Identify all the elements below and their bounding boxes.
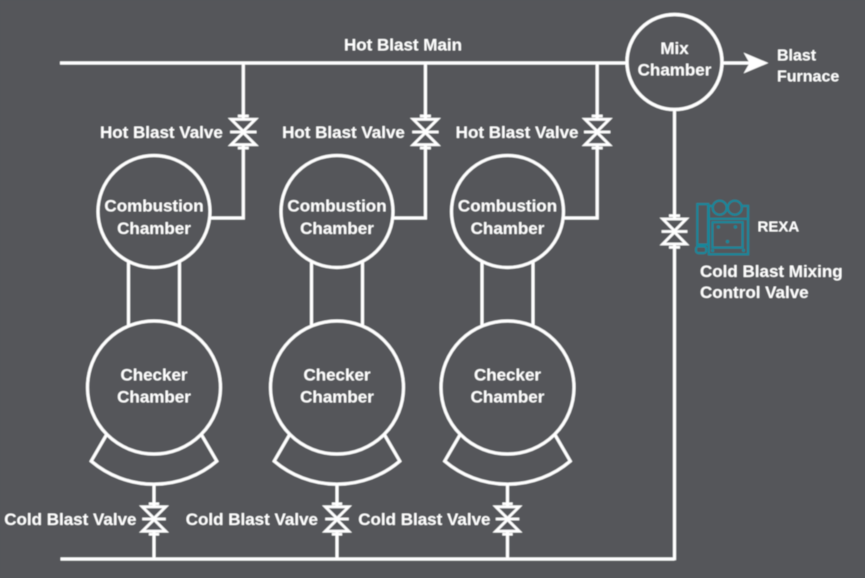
svg-text:Checker: Checker (120, 366, 187, 385)
svg-text:Chamber: Chamber (300, 388, 374, 407)
svg-text:Chamber: Chamber (300, 219, 374, 238)
svg-text:Hot Blast Valve: Hot Blast Valve (100, 123, 223, 142)
svg-text:Hot Blast Valve: Hot Blast Valve (282, 123, 405, 142)
svg-text:Chamber: Chamber (471, 388, 545, 407)
svg-text:Blast: Blast (777, 48, 817, 65)
svg-text:Control Valve: Control Valve (700, 283, 809, 302)
svg-text:Mix: Mix (660, 39, 689, 58)
svg-text:Hot Blast Main: Hot Blast Main (344, 36, 462, 55)
svg-text:Combustion: Combustion (287, 197, 386, 216)
svg-text:REXA: REXA (758, 219, 800, 236)
svg-text:Cold Blast Valve: Cold Blast Valve (4, 510, 136, 529)
svg-text:Cold Blast Valve: Cold Blast Valve (358, 510, 490, 529)
svg-text:Chamber: Chamber (638, 61, 712, 80)
svg-text:Cold Blast Mixing: Cold Blast Mixing (700, 262, 843, 281)
svg-text:Combustion: Combustion (104, 197, 203, 216)
svg-text:Chamber: Chamber (117, 388, 191, 407)
svg-text:Chamber: Chamber (471, 219, 545, 238)
svg-text:Hot Blast Valve: Hot Blast Valve (456, 123, 579, 142)
svg-text:Chamber: Chamber (117, 219, 191, 238)
svg-text:Furnace: Furnace (777, 69, 839, 86)
svg-text:Combustion: Combustion (458, 197, 557, 216)
svg-text:Checker: Checker (474, 366, 541, 385)
svg-text:Cold Blast Valve: Cold Blast Valve (186, 510, 318, 529)
svg-text:Checker: Checker (303, 366, 370, 385)
